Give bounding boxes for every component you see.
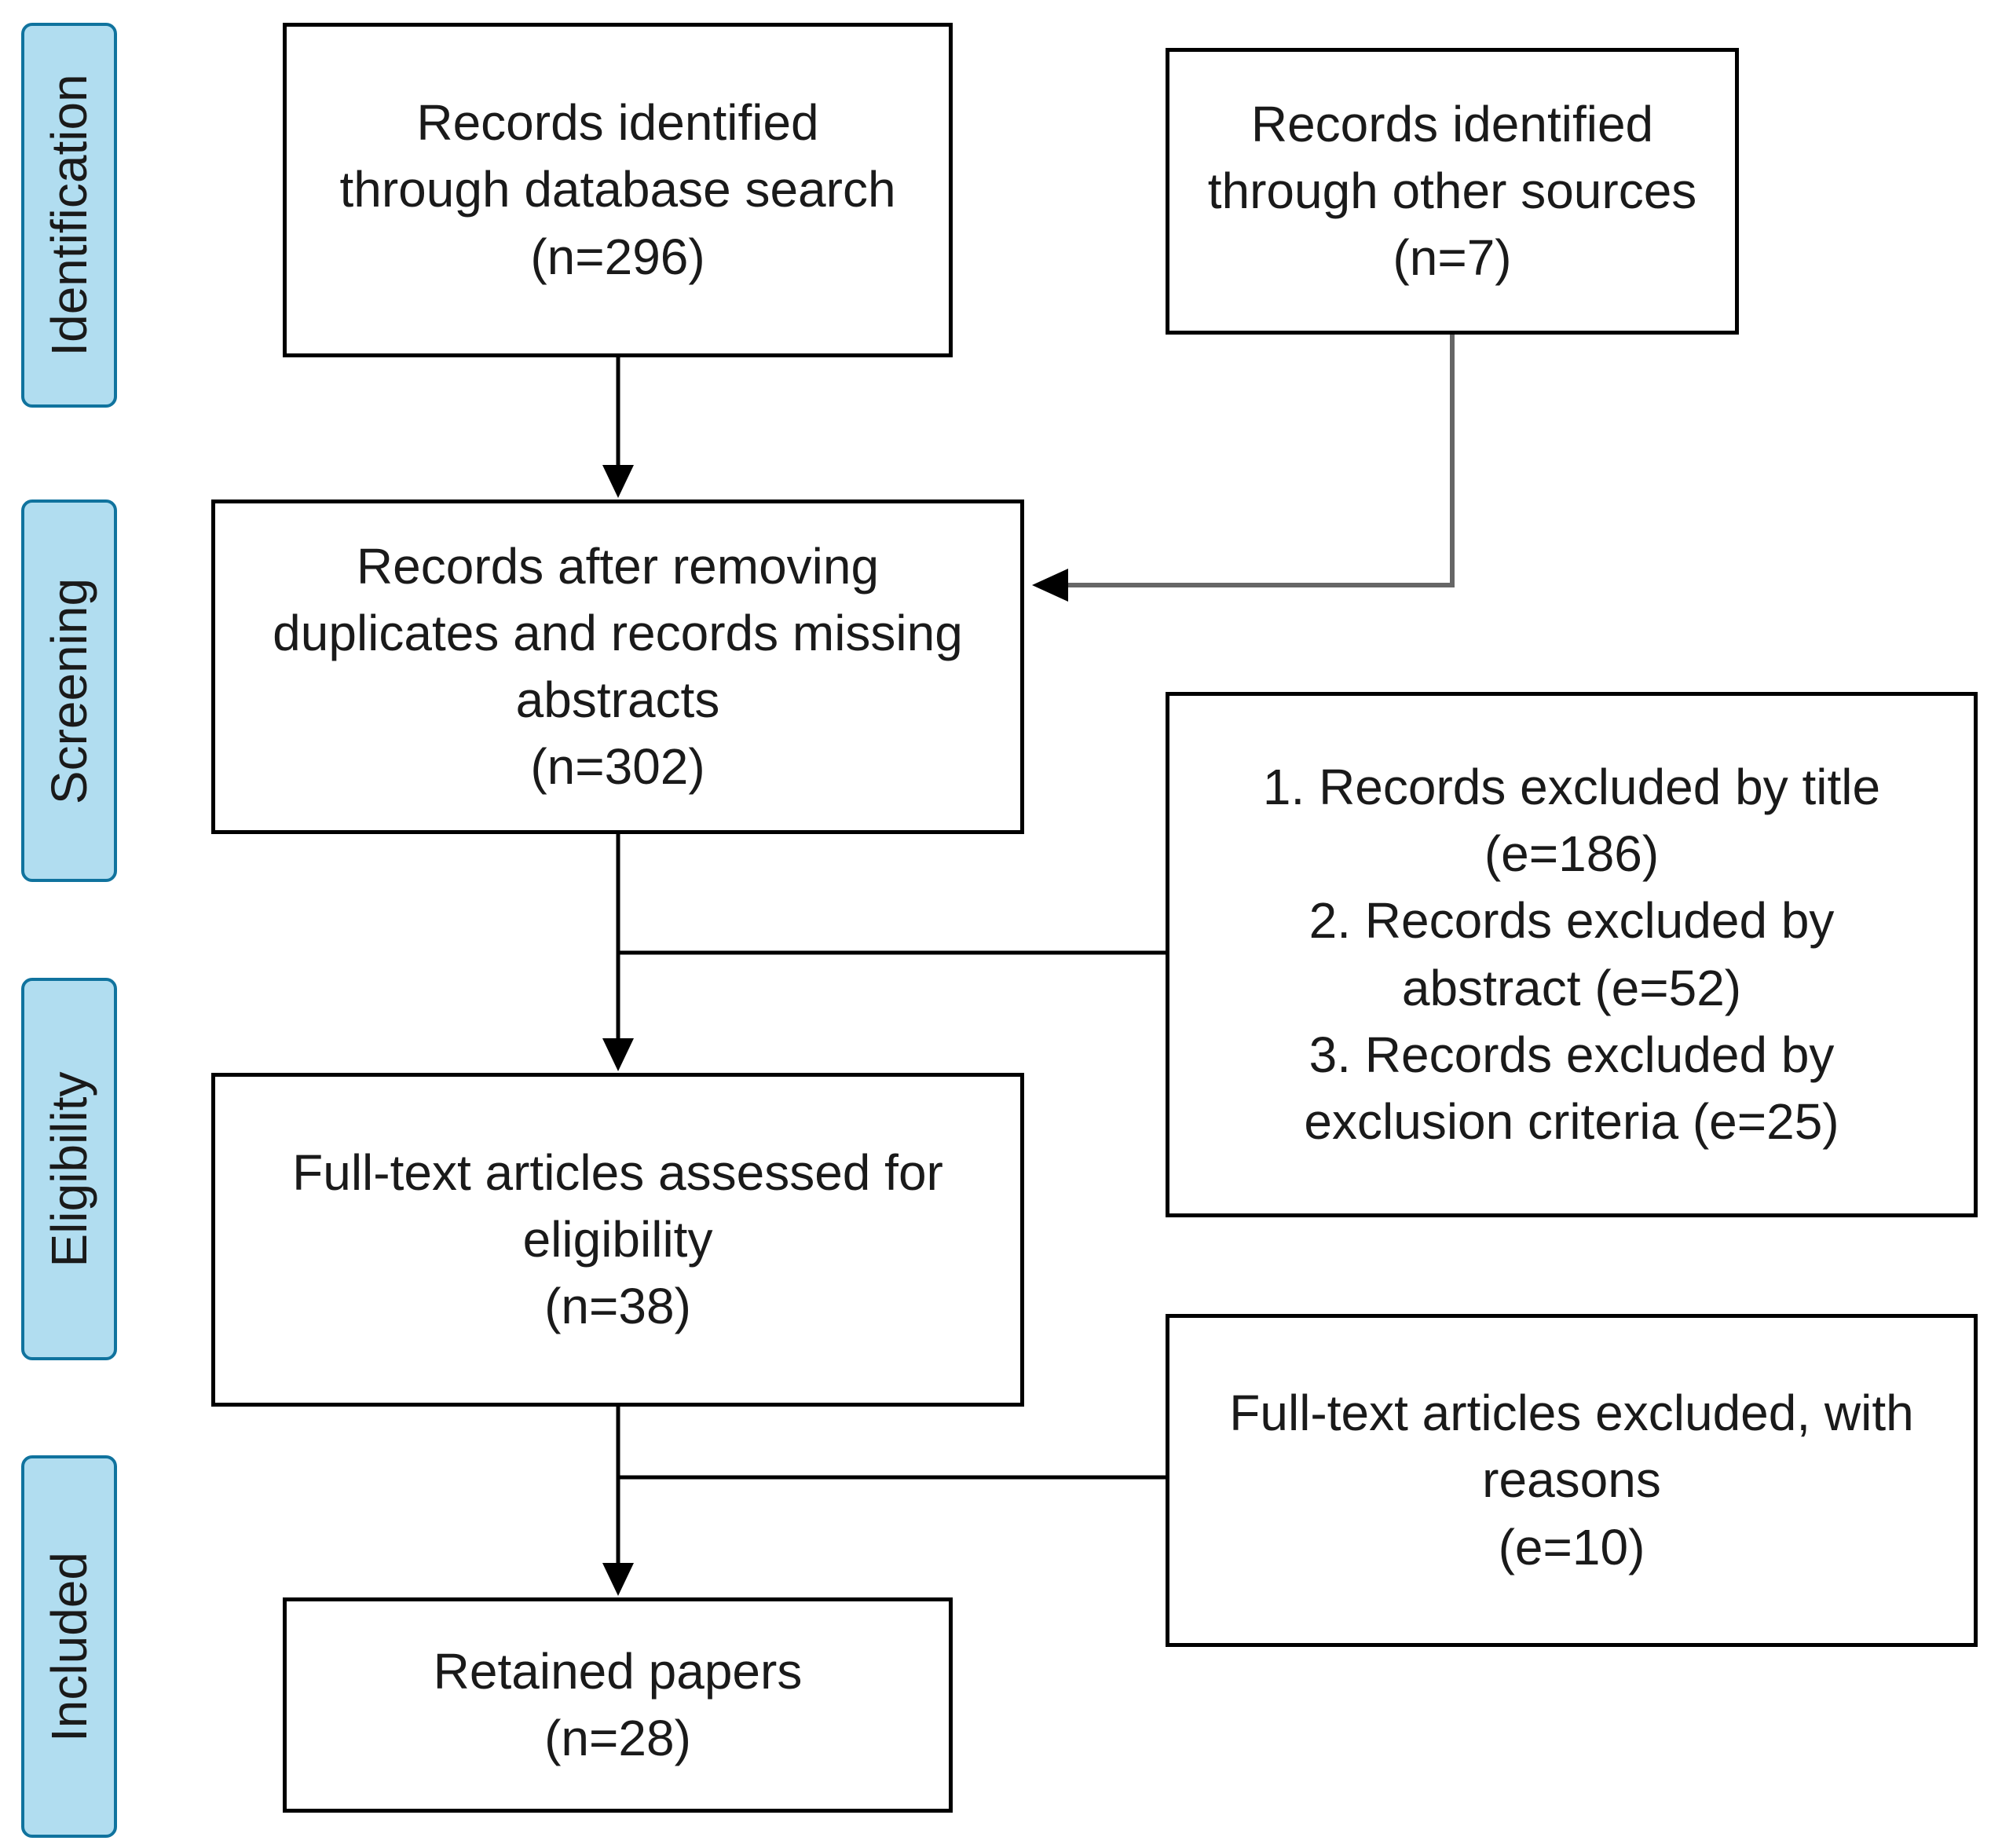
database-search-line-1: Records identified xyxy=(416,94,819,152)
screening-exclusions-line-4: abstract (e=52) xyxy=(1401,959,1742,1016)
screening-exclusions-line-1: 1. Records excluded by title xyxy=(1262,759,1881,816)
arrowhead-other-sources-to-dedup xyxy=(1032,569,1068,602)
phase-identification: Identification xyxy=(21,23,117,408)
box-full-text-excluded: Full-text articles excluded, with reason… xyxy=(1166,1314,1978,1647)
box-other-sources: Records identified through other sources… xyxy=(1166,48,1739,335)
other-sources-line-2: through other sources xyxy=(1207,162,1697,219)
screening-exclusions-line-2: (e=186) xyxy=(1484,825,1660,883)
screening-exclusions-line-3: 2. Records excluded by xyxy=(1308,892,1835,950)
after-dedup-line-1: Records after removing xyxy=(356,537,880,595)
full-text-assessed-line-1: Full-text articles assessed for xyxy=(292,1144,943,1201)
phase-eligibility: Eligibility xyxy=(21,978,117,1360)
arrow-other-sources-to-dedup xyxy=(1068,335,1455,587)
box-full-text-assessed: Full-text articles assessed for eligibil… xyxy=(211,1073,1024,1407)
retained-count: (n=28) xyxy=(544,1710,691,1766)
full-text-excluded-line-1: Full-text articles excluded, with xyxy=(1229,1385,1914,1442)
screening-exclusions-line-6: exclusion criteria (e=25) xyxy=(1304,1092,1839,1150)
phase-screening: Screening xyxy=(21,500,117,882)
full-text-excluded-line-2: reasons xyxy=(1482,1451,1661,1509)
arrowhead-dedup-to-fulltext xyxy=(602,1038,634,1071)
box-retained-papers: Retained papers (n=28) xyxy=(283,1597,953,1813)
box-database-search: Records identified through database sear… xyxy=(283,23,953,357)
database-search-count: (n=296) xyxy=(530,228,705,285)
other-sources-line-1: Records identified xyxy=(1250,95,1654,152)
arrowhead-database-to-dedup xyxy=(602,465,634,498)
box-after-dedup: Records after removing duplicates and re… xyxy=(211,500,1024,834)
other-sources-count: (n=7) xyxy=(1393,229,1512,287)
retained-line-1: Retained papers xyxy=(433,1642,803,1700)
box-screening-exclusions: 1. Records excluded by title (e=186) 2. … xyxy=(1166,692,1978,1217)
full-text-assessed-count: (n=38) xyxy=(544,1278,691,1335)
arrowhead-fulltext-to-retained xyxy=(602,1563,634,1596)
screening-exclusions-line-5: 3. Records excluded by xyxy=(1308,1026,1835,1083)
database-search-line-2: through database search xyxy=(339,161,896,218)
after-dedup-line-3: abstracts xyxy=(515,672,720,728)
phase-included: Included xyxy=(21,1455,117,1838)
full-text-excluded-count: (e=10) xyxy=(1498,1518,1645,1575)
full-text-assessed-line-2: eligibility xyxy=(522,1210,713,1268)
after-dedup-count: (n=302) xyxy=(530,738,705,796)
after-dedup-line-2: duplicates and records missing xyxy=(273,604,963,661)
